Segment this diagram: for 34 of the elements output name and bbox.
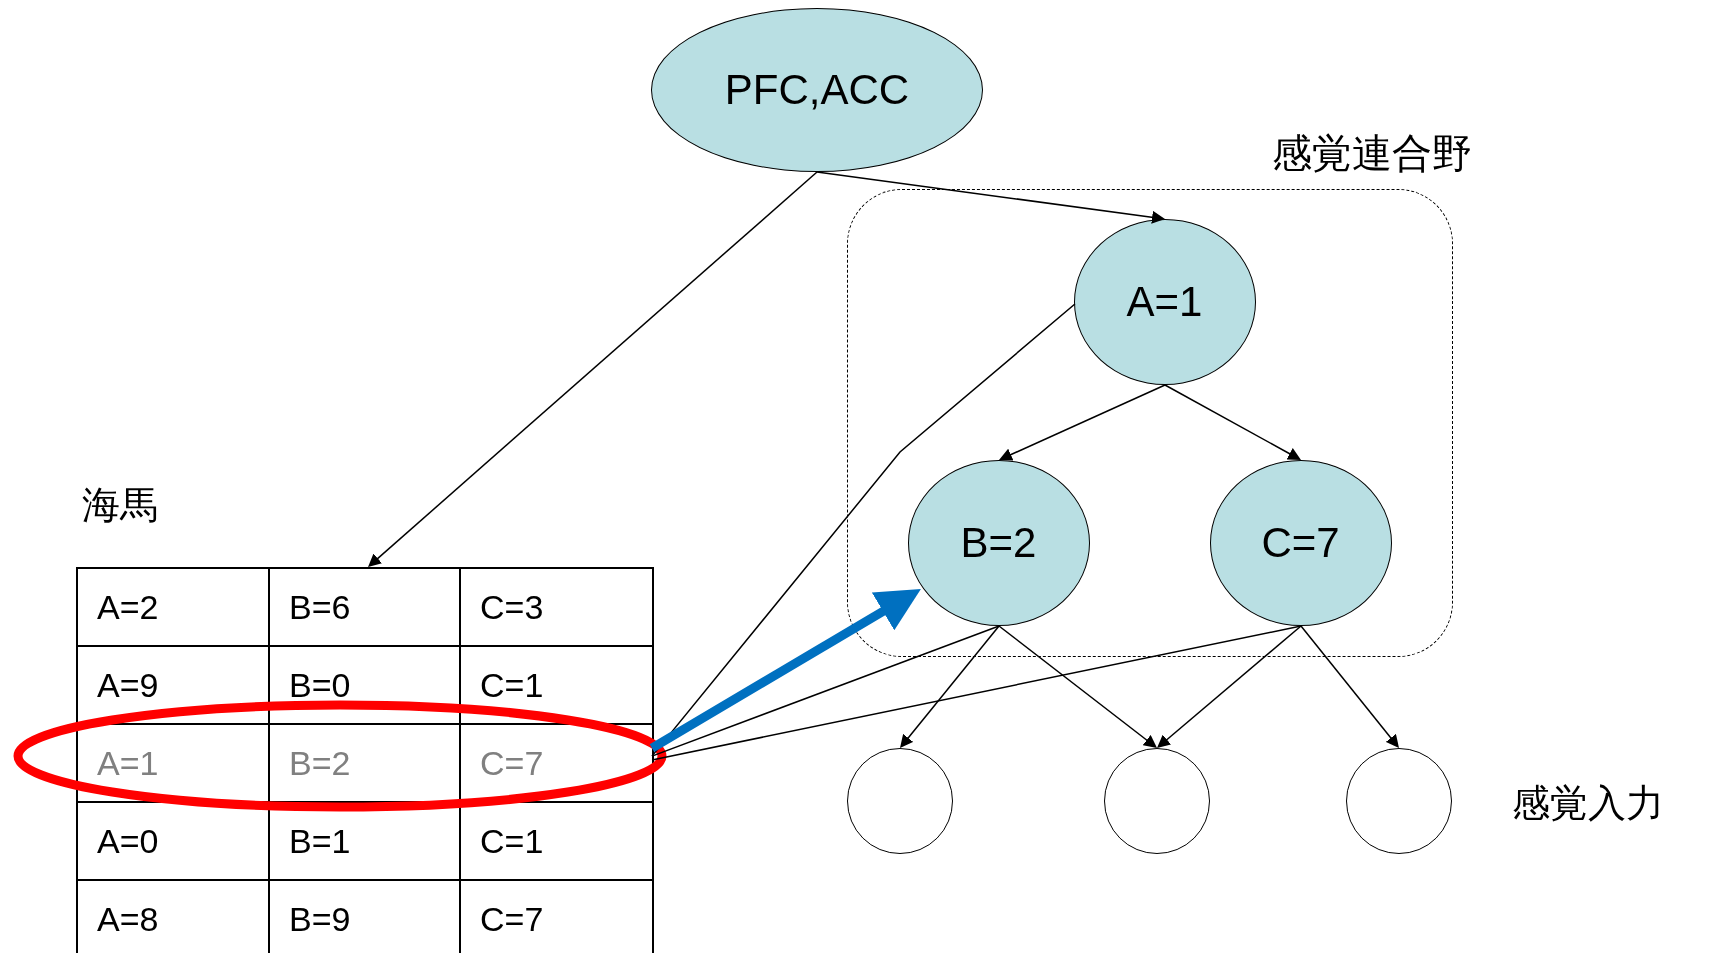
table-cell: B=6 xyxy=(289,587,351,627)
table-cell: C=1 xyxy=(480,665,544,705)
table-cell: C=7 xyxy=(480,899,544,939)
connector-line xyxy=(651,303,1076,757)
node-label: C=7 xyxy=(1261,518,1340,567)
table-cell: A=0 xyxy=(97,821,159,861)
arrow xyxy=(1157,625,1302,748)
node-label: PFC,ACC xyxy=(724,66,910,114)
connector-line xyxy=(651,625,1000,757)
connector-line xyxy=(651,625,1302,761)
node-label: B=2 xyxy=(960,518,1037,567)
table-cell: C=3 xyxy=(480,587,544,627)
table-cell: B=9 xyxy=(289,899,351,939)
side-label: 感覚入力 xyxy=(1512,780,1664,827)
thick-arrow xyxy=(649,589,921,752)
table-heading: 海馬 xyxy=(82,482,158,529)
table-cell: A=2 xyxy=(97,587,159,627)
arrow xyxy=(900,625,1000,748)
table-cell: B=1 xyxy=(289,821,351,861)
table-cell: B=2 xyxy=(289,743,351,783)
table-cell: C=1 xyxy=(480,821,544,861)
table-cell: A=9 xyxy=(97,665,159,705)
arrow xyxy=(999,384,1166,461)
table-cell: B=0 xyxy=(289,665,351,705)
arrow xyxy=(1300,625,1399,748)
group-heading: 感覚連合野 xyxy=(1272,129,1472,178)
table-cell: A=8 xyxy=(97,899,159,939)
node-label: A=1 xyxy=(1126,277,1203,326)
arrow xyxy=(816,171,1165,224)
table-cell: C=7 xyxy=(480,743,544,783)
arrow xyxy=(1164,384,1301,460)
table-cell: A=1 xyxy=(97,743,159,783)
arrow xyxy=(368,171,818,567)
arrow xyxy=(998,625,1157,748)
